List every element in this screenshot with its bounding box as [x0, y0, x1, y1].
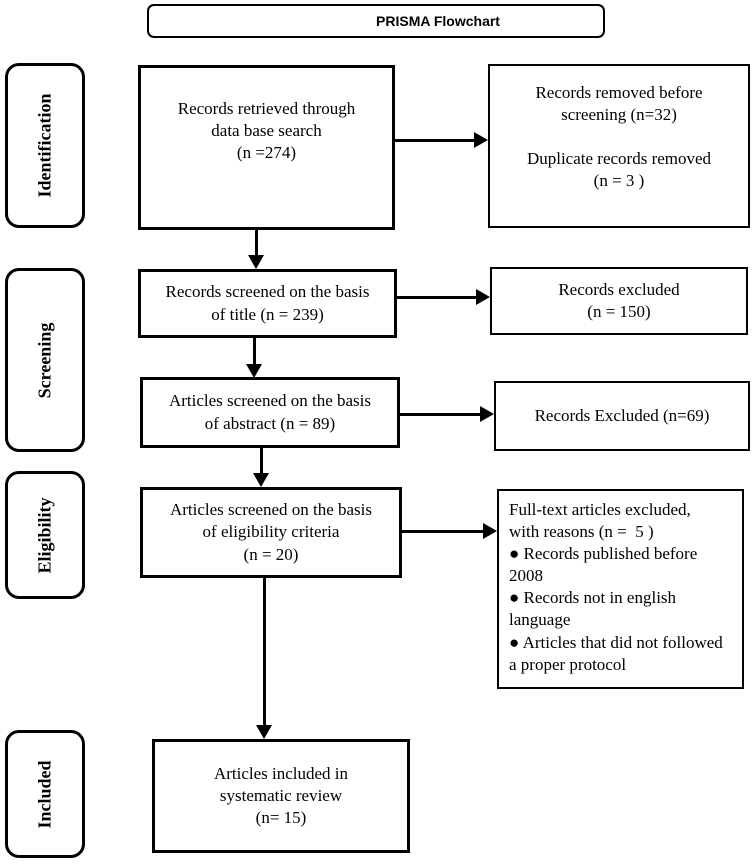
arrow-eligibility-to-included: [256, 578, 272, 739]
arrow-eligibility-to-fulltext-excluded: [402, 523, 497, 539]
arrow-retrieved-to-screened-title: [248, 230, 264, 269]
box-records-removed: Records removed before screening (n=32) …: [488, 64, 750, 228]
stage-identification-label: Identification: [34, 93, 55, 198]
flowchart-title: PRISMA Flowchart: [376, 13, 500, 29]
arrow-screened-title-to-screened-abstract: [246, 338, 262, 378]
arrow-screened-abstract-to-eligibility: [253, 448, 269, 487]
stage-screening: Screening: [5, 268, 85, 452]
stage-eligibility: Eligibility: [5, 471, 85, 599]
box-screened-eligibility: Articles screened on the basis of eligib…: [140, 487, 402, 578]
box-screened-title: Records screened on the basis of title (…: [138, 269, 397, 338]
box-included-review: Articles included in systematic review (…: [152, 739, 410, 853]
arrow-screened-title-to-excluded: [397, 289, 490, 305]
box-excluded-abstract: Records Excluded (n=69): [494, 381, 750, 451]
box-fulltext-excluded: Full-text articles excluded, with reason…: [497, 489, 744, 689]
arrow-retrieved-to-removed: [395, 132, 488, 148]
stage-included: Included: [5, 730, 85, 858]
box-excluded-title: Records excluded (n = 150): [490, 267, 748, 335]
flowchart-title-box: PRISMA Flowchart: [147, 4, 605, 38]
arrow-screened-abstract-to-excluded: [400, 406, 494, 422]
stage-screening-label: Screening: [34, 322, 55, 398]
box-screened-abstract: Articles screened on the basis of abstra…: [140, 377, 400, 448]
box-records-retrieved: Records retrieved through data base sear…: [138, 65, 395, 230]
stage-identification: Identification: [5, 63, 85, 228]
stage-eligibility-label: Eligibility: [34, 496, 55, 574]
stage-included-label: Included: [34, 759, 55, 829]
